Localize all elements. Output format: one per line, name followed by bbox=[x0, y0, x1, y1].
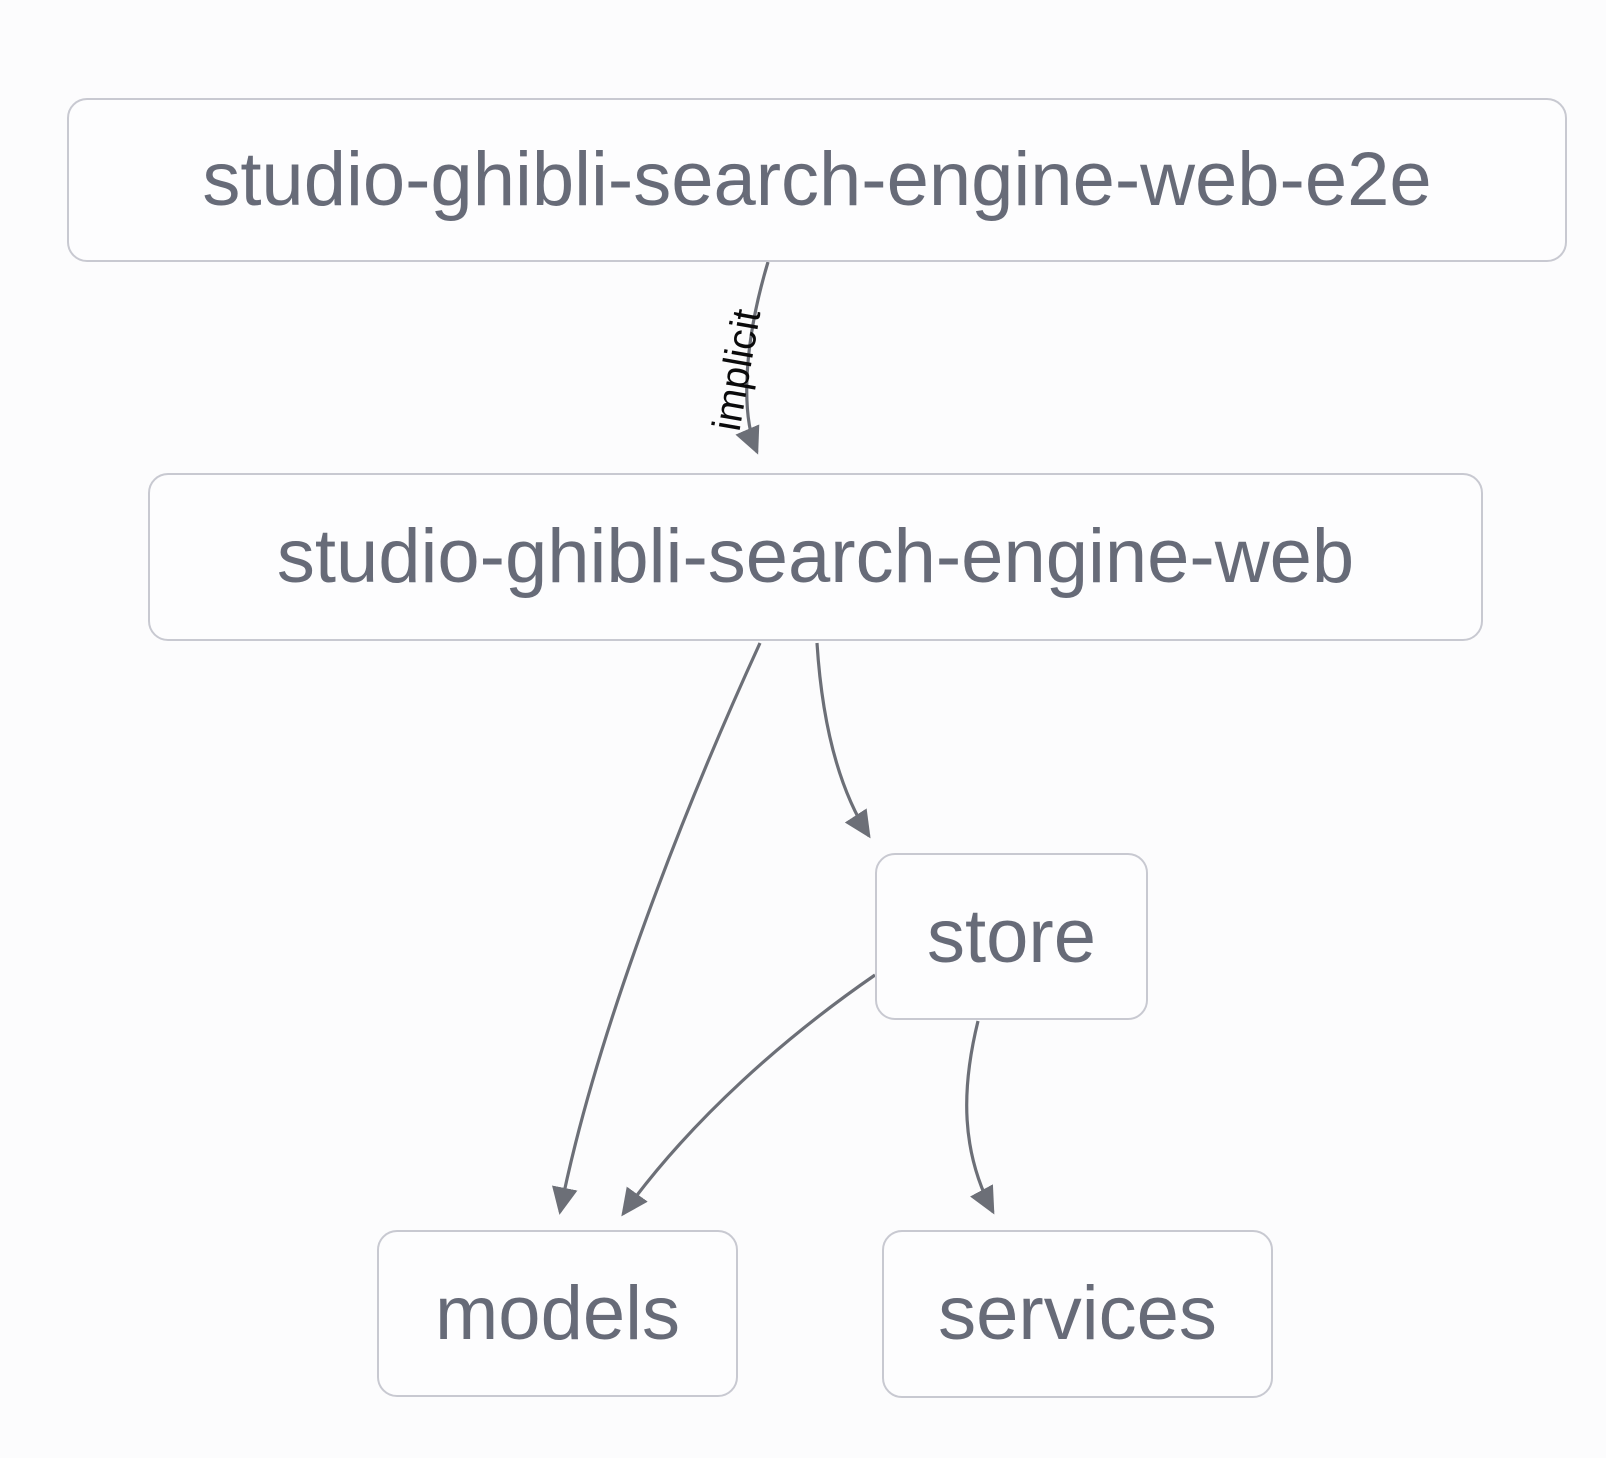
edge-web-to-models bbox=[552, 642, 762, 1215]
edge-web-to-store bbox=[815, 642, 871, 839]
node-label: studio-ghibli-search-engine-web bbox=[276, 514, 1355, 599]
edge-store-to-models bbox=[621, 973, 876, 1217]
node-label: store bbox=[927, 893, 1096, 979]
node-label: services bbox=[938, 1271, 1217, 1356]
node-studio-ghibli-search-engine-web[interactable]: studio-ghibli-search-engine-web bbox=[148, 473, 1483, 641]
edge-e2e-to-web bbox=[735, 261, 770, 455]
node-label: studio-ghibli-search-engine-web-e2e bbox=[202, 137, 1432, 222]
node-services[interactable]: services bbox=[882, 1230, 1273, 1398]
node-studio-ghibli-search-engine-web-e2e[interactable]: studio-ghibli-search-engine-web-e2e bbox=[67, 98, 1567, 262]
node-label: models bbox=[435, 1270, 680, 1356]
node-models[interactable]: models bbox=[377, 1230, 738, 1397]
edge-store-to-services bbox=[965, 1020, 995, 1215]
node-store[interactable]: store bbox=[875, 853, 1148, 1020]
